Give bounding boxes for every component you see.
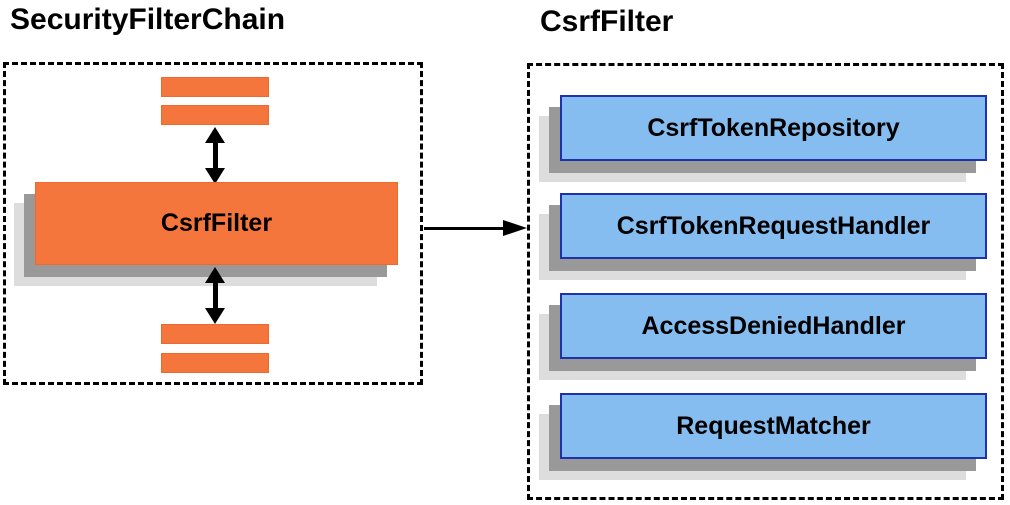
csrf-filter-boundary	[527, 63, 1004, 500]
security-filter-chain-title: SecurityFilterChain	[10, 3, 286, 36]
arrow-up-icon	[205, 127, 225, 143]
arrow-shaft	[212, 279, 218, 312]
arrow-shaft	[212, 139, 218, 172]
component-csrf-token-request-handler: CsrfTokenRequestHandler	[560, 193, 987, 259]
component-access-denied-handler: AccessDeniedHandler	[560, 293, 987, 359]
bidirectional-arrow-bottom	[205, 267, 225, 324]
filter-bar-bottom-2	[161, 353, 269, 373]
bidirectional-arrow-top	[205, 127, 225, 184]
csrf-filter-title: CsrfFilter	[540, 5, 674, 38]
filter-bar-bottom-1	[161, 324, 269, 344]
component-request-matcher: RequestMatcher	[560, 393, 987, 459]
filter-bar-top-1	[161, 77, 269, 97]
arrow-down-icon	[205, 168, 225, 184]
flow-arrow	[424, 220, 527, 236]
arrow-right-icon	[503, 220, 527, 236]
security-filter-chain-boundary	[3, 62, 423, 385]
csrf-filter-node: CsrfFilter	[35, 182, 398, 265]
arrow-down-icon	[205, 308, 225, 324]
filter-bar-top-2	[161, 105, 269, 125]
component-csrf-token-repository: CsrfTokenRepository	[560, 95, 987, 161]
arrow-shaft	[424, 226, 509, 230]
arrow-up-icon	[205, 267, 225, 283]
